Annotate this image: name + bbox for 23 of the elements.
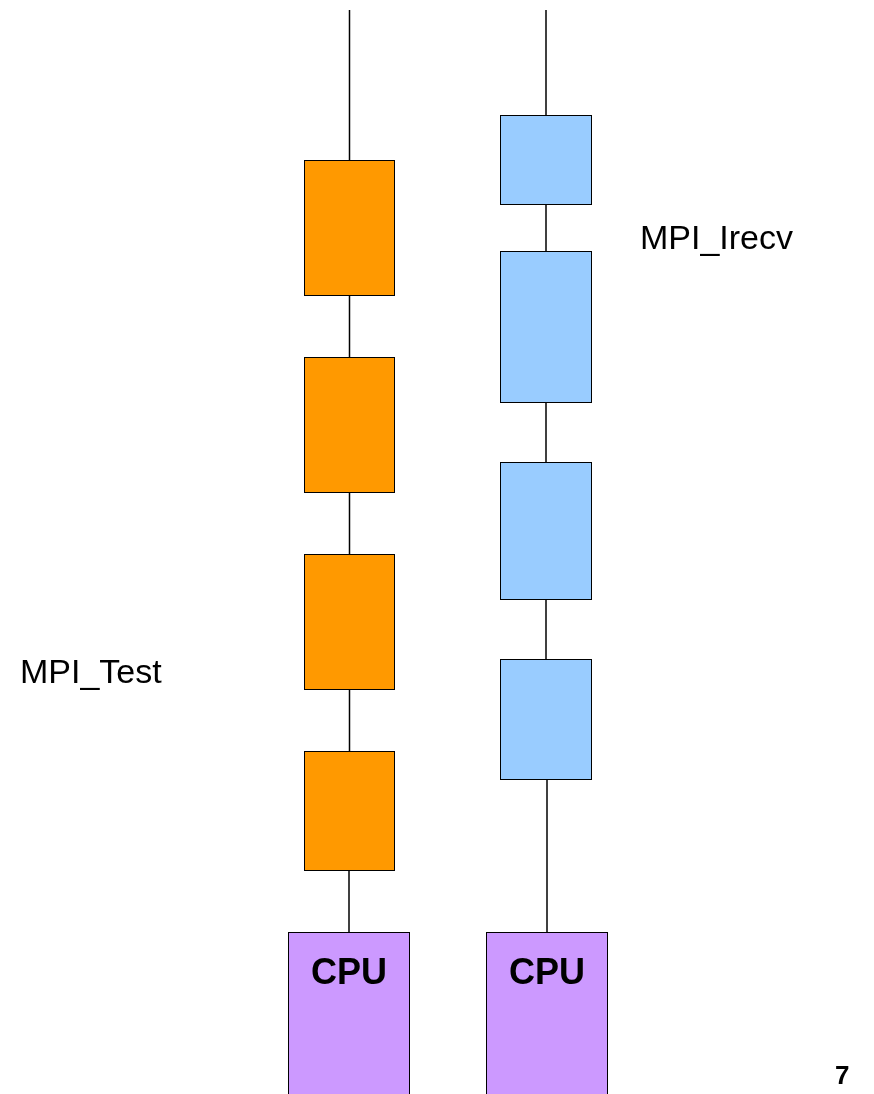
timeline-line (545, 599, 547, 660)
page-number: 7 (835, 1060, 850, 1091)
label-text: MPI_Irecv (640, 218, 794, 257)
timeline-block (304, 357, 395, 493)
timeline-block (500, 115, 592, 205)
timeline-line (545, 402, 547, 463)
timeline-block (304, 160, 395, 296)
timeline-block (304, 554, 395, 690)
timeline-line (348, 295, 351, 358)
timeline-line (546, 779, 548, 933)
timeline-line (348, 492, 351, 555)
processor-box: CPU (288, 932, 410, 1094)
timeline-block (500, 462, 592, 600)
label-text: MPI_Test (20, 652, 162, 691)
timeline-block (304, 751, 395, 871)
timeline-block (500, 251, 592, 403)
timeline-line (348, 9, 351, 161)
timeline-line (545, 204, 547, 252)
timeline-block (500, 659, 592, 780)
timeline-line (545, 9, 547, 116)
processor-box: CPU (486, 932, 608, 1094)
timeline-line (348, 870, 350, 933)
timeline-line (348, 689, 351, 752)
